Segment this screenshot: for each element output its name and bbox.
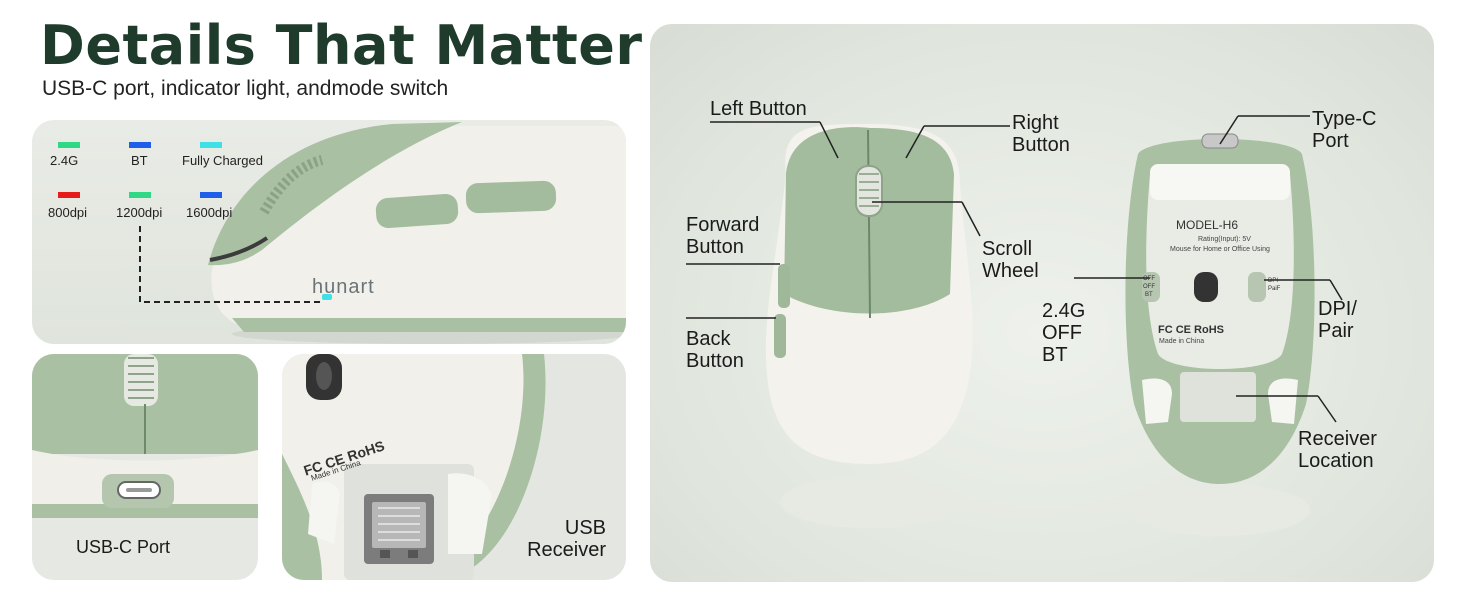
receiver-closeup-illustration bbox=[282, 354, 546, 580]
annotated-mouse-illustrations bbox=[686, 115, 1343, 536]
indicator-charged-label: Fully Charged bbox=[182, 153, 263, 168]
indicator-800dpi-swatch bbox=[58, 192, 80, 198]
page-title: Details That Matter bbox=[40, 14, 643, 77]
indicator-charged-swatch bbox=[200, 142, 222, 148]
sticker-cert-marks: FC CE RoHS bbox=[1158, 324, 1224, 336]
mode-switch-mark-1: OFF bbox=[1143, 276, 1155, 282]
model-usage: Mouse for Home or Office Using bbox=[1170, 246, 1270, 253]
model-rating: Rating(Input): 5V bbox=[1198, 236, 1251, 243]
sticker-made-in: Made in China bbox=[1159, 338, 1205, 345]
indicator-2-4g-swatch bbox=[58, 142, 80, 148]
indicator-1200dpi-label: 1200dpi bbox=[116, 205, 163, 220]
annotated-views-panel: MODEL-H6 Rating(Input): 5V Mouse for Hom… bbox=[650, 24, 1434, 582]
callout-forward-button: Forward Button bbox=[686, 214, 760, 258]
indicator-bt-label: BT bbox=[131, 153, 148, 168]
callout-right-button: Right Button bbox=[1012, 112, 1070, 156]
indicator-1600dpi-swatch bbox=[200, 192, 222, 198]
usb-receiver-label: USB Receiver bbox=[527, 517, 606, 561]
indicator-bt-swatch bbox=[129, 142, 151, 148]
usb-c-closeup-illustration bbox=[32, 354, 258, 518]
callout-scroll-wheel: Scroll Wheel bbox=[982, 238, 1039, 282]
mode-switch-mark-3: BT bbox=[1145, 292, 1153, 298]
model-number: MODEL-H6 bbox=[1176, 218, 1239, 232]
callout-back-button: Back Button bbox=[686, 328, 744, 372]
callout-left-button: Left Button bbox=[710, 98, 807, 120]
callout-dpi-pair: DPI/ Pair bbox=[1318, 298, 1357, 342]
usb-c-port-label: USB-C Port bbox=[76, 537, 171, 557]
callout-mode-switch: 2.4G OFF BT bbox=[1042, 300, 1086, 366]
indicator-1600dpi-label: 1600dpi bbox=[186, 205, 233, 220]
brand-logo: hunart bbox=[312, 276, 375, 298]
dpi-switch-mark-2: PaiF bbox=[1268, 286, 1281, 292]
usb-receiver-panel: FC CE RoHS Made in China USB Receiver bbox=[282, 354, 626, 580]
mode-switch-mark-2: OFF bbox=[1143, 284, 1155, 290]
indicator-800dpi-label: 800dpi bbox=[48, 205, 88, 220]
usb-c-port-panel: USB-C Port bbox=[32, 354, 258, 580]
dpi-switch-mark-1: DPI bbox=[1268, 278, 1279, 284]
page-subtitle: USB-C port, indicator light, andmode swi… bbox=[42, 77, 449, 100]
callout-type-c-port: Type-C Port bbox=[1312, 108, 1377, 152]
indicator-1200dpi-swatch bbox=[129, 192, 151, 198]
side-view-illustration bbox=[139, 122, 626, 344]
side-view-panel: 2.4G BT Fully Charged 800dpi 1200dpi 160… bbox=[32, 120, 626, 344]
indicator-2-4g-label: 2.4G bbox=[50, 153, 79, 168]
callout-receiver-location: Receiver Location bbox=[1298, 428, 1377, 472]
